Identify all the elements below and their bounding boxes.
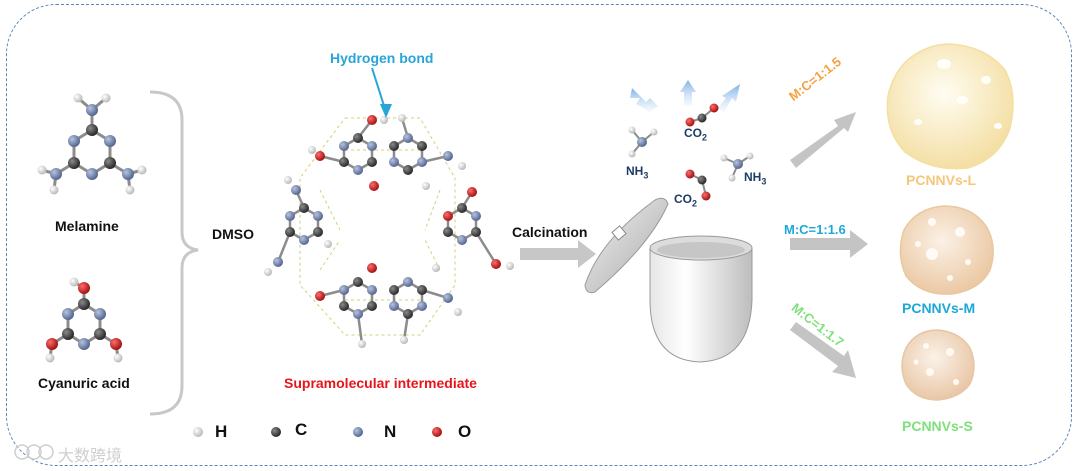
legend-N-label: N — [384, 422, 397, 441]
particle-S — [901, 329, 975, 401]
nh3-label-b: NH3 — [744, 170, 767, 187]
arrow-to-L — [790, 112, 856, 168]
co2-label-b: CO2 — [674, 192, 698, 209]
arrow-to-S — [790, 322, 856, 378]
co2-molecule-b — [685, 169, 711, 201]
calcination-label: Calcination — [512, 224, 588, 240]
legend-C-label: C — [295, 420, 308, 439]
product-label-M: PCNNVs-M — [902, 300, 976, 316]
co2-label-a: CO2 — [684, 126, 708, 143]
product-label-S: PCNNVs-S — [902, 418, 973, 434]
solvent-label: DMSO — [212, 226, 254, 242]
nh3-label-a: NH3 — [626, 164, 649, 181]
reactant-brace — [149, 90, 199, 416]
crucible-lid — [584, 197, 669, 294]
hydrogen-bond-label: Hydrogen bond — [330, 50, 434, 66]
legend-O-label: O — [458, 422, 472, 441]
gas-escape-arrows — [630, 80, 740, 112]
legend-N-atom — [353, 427, 363, 437]
cyanuric-acid-atoms — [45, 277, 123, 363]
ratio-label-M: M:C=1:1.6 — [784, 222, 846, 237]
watermark-logo — [14, 444, 54, 460]
cyanuric-acid-label: Cyanuric acid — [38, 375, 130, 391]
particle-M — [899, 205, 994, 295]
crucible — [649, 235, 753, 363]
legend-H-label: H — [215, 422, 228, 441]
melamine-atoms — [37, 93, 147, 195]
particle-L — [886, 43, 1014, 170]
product-label-L: PCNNVs-L — [906, 172, 977, 188]
nh3-molecule-a — [628, 126, 658, 158]
melamine-label: Melamine — [55, 218, 119, 234]
watermark-text: 大数跨境 — [58, 448, 123, 465]
nh3-molecule-b — [720, 152, 754, 182]
legend-H-atom — [193, 427, 203, 437]
arrow-to-M — [790, 230, 868, 258]
hydrogen-bond-network — [299, 117, 456, 336]
intermediate-atoms — [264, 114, 514, 348]
intermediate-label: Supramolecular intermediate — [284, 375, 477, 391]
calcination-arrow — [520, 240, 596, 268]
legend-C-atom — [271, 427, 281, 437]
hydrogen-bond-pointer-head — [380, 104, 392, 118]
legend-O-atom — [432, 427, 442, 437]
co2-molecule-a — [685, 103, 719, 127]
diagram-frame — [6, 4, 1072, 466]
